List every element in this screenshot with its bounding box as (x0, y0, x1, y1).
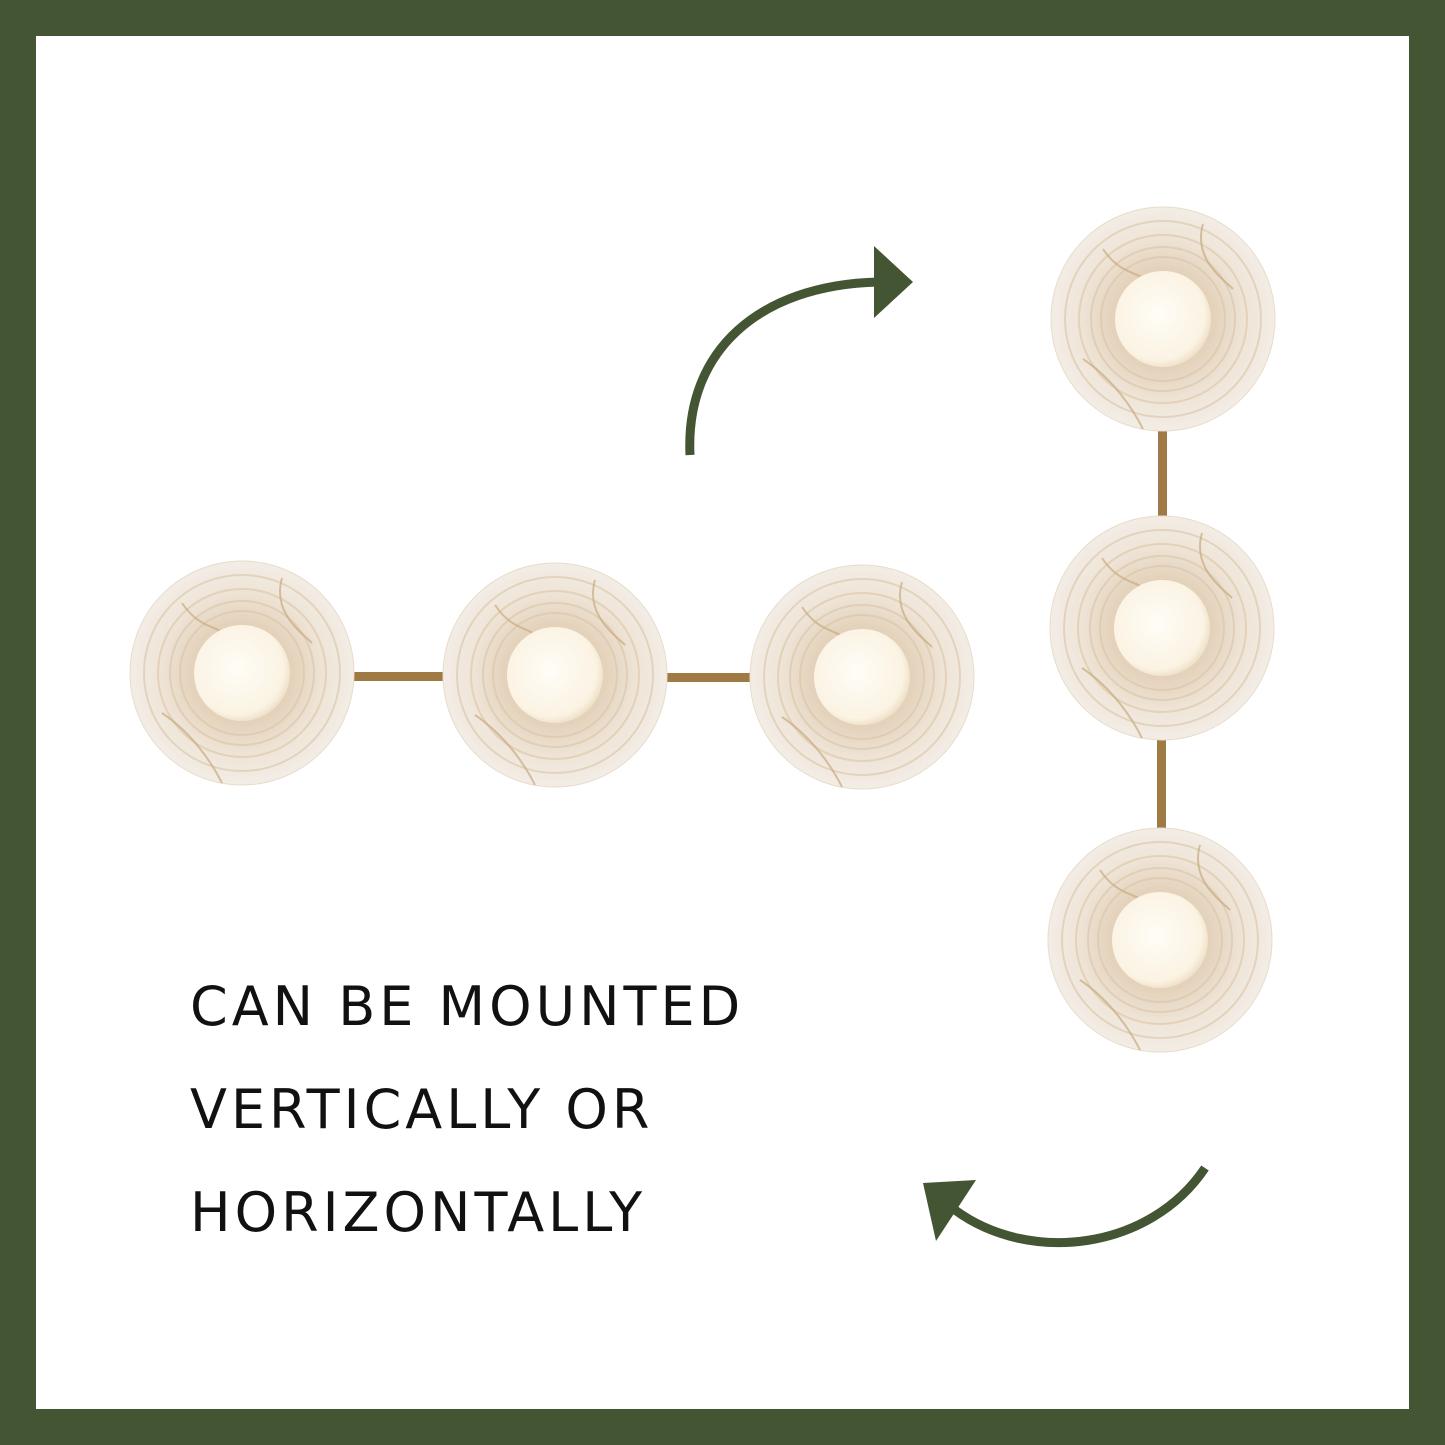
rod (1157, 736, 1166, 832)
glass-globe (1112, 892, 1208, 988)
rod (350, 672, 448, 681)
shade-ring (482, 602, 628, 748)
glass-globe (194, 625, 290, 721)
shade-ring (470, 590, 640, 760)
shade-ring (456, 576, 654, 774)
shade-ring (492, 612, 618, 738)
glass-globe (814, 629, 910, 725)
shade-ring (763, 578, 961, 776)
glass-globe (507, 627, 603, 723)
caption-line: CAN BE MOUNTED (190, 975, 745, 1038)
shade-ring (1087, 867, 1233, 1013)
horizontal-fixture (129, 560, 975, 790)
shade-ring (1089, 555, 1235, 701)
shade-ring (157, 588, 327, 758)
shade-ring (789, 604, 935, 750)
shade-ring (169, 600, 315, 746)
shade-ring (1075, 855, 1245, 1025)
shade-ring (143, 574, 341, 772)
shade-ring (1064, 220, 1262, 418)
caption: CAN BE MOUNTED VERTICALLY OR HORIZONTALL… (190, 955, 744, 1264)
shade-ring (1077, 543, 1247, 713)
shade-ring (799, 614, 925, 740)
arrow-curved-up-right-icon (685, 246, 913, 456)
shade-ring (1100, 256, 1226, 382)
rod (1158, 428, 1167, 520)
shade-ring (179, 610, 305, 736)
caption-line: HORIZONTALLY (190, 1181, 647, 1244)
glass-globe (1115, 271, 1211, 367)
shade-ring (1063, 529, 1261, 727)
lamp (749, 564, 975, 790)
lamp (1050, 206, 1276, 432)
arrow-curved-down-left-icon (923, 1165, 1209, 1248)
lamp (1049, 515, 1275, 741)
shade-ring (1099, 565, 1225, 691)
shade-ring (777, 592, 947, 762)
lamp (442, 562, 668, 788)
lamp (1047, 827, 1273, 1053)
glass-globe (1114, 580, 1210, 676)
shade-ring (1078, 234, 1248, 404)
rod (662, 673, 756, 682)
shade-ring (1090, 246, 1236, 392)
lamp (129, 560, 355, 786)
vertical-fixture (1047, 206, 1276, 1053)
caption-line: VERTICALLY OR (190, 1078, 654, 1141)
shade-ring (1061, 841, 1259, 1039)
shade-ring (1097, 877, 1223, 1003)
